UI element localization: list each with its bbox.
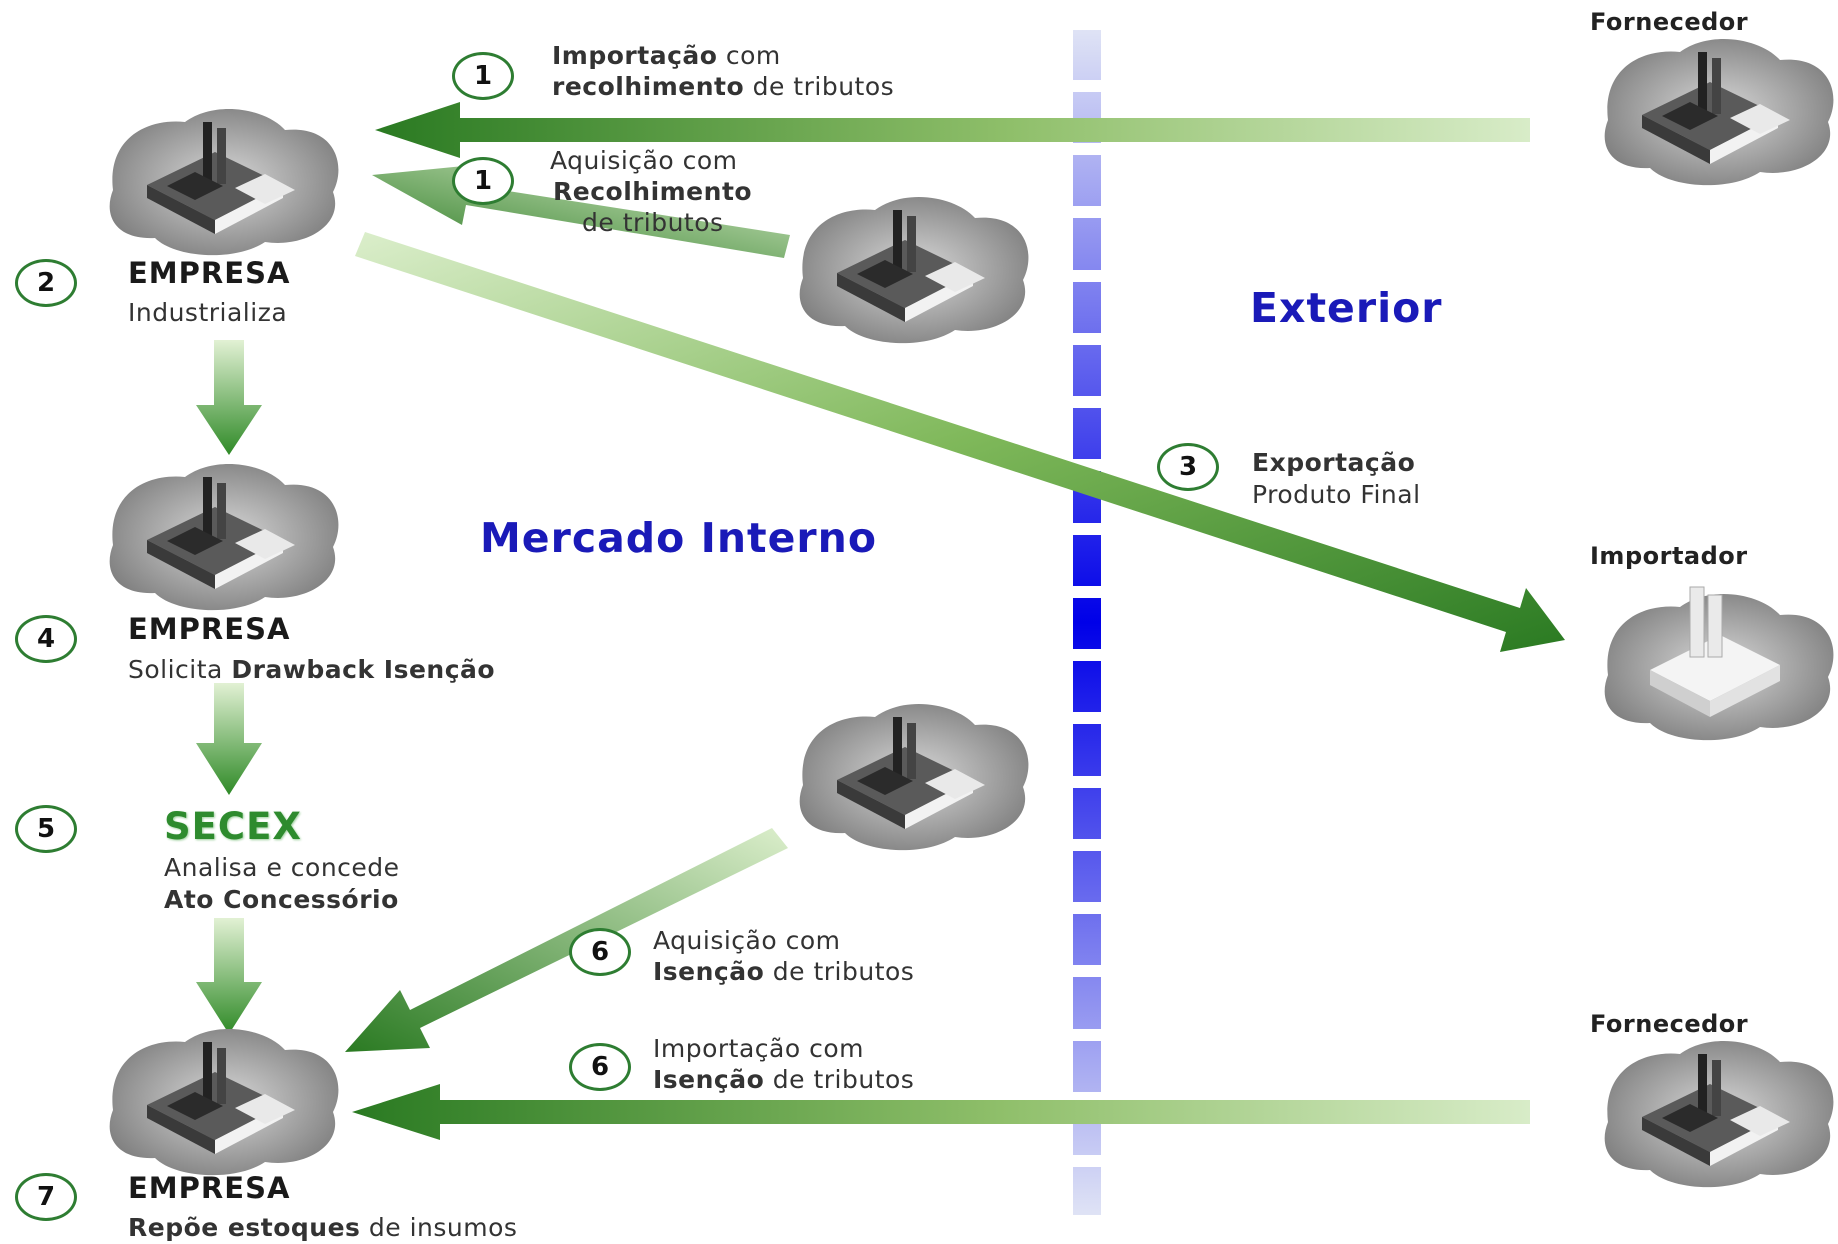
step-1-acq-line3: de tributos xyxy=(582,208,724,237)
label-supplier-top: Fornecedor xyxy=(1590,8,1749,36)
region-internal-market: Mercado Interno xyxy=(480,514,878,562)
step-6-imp-text: de tributos xyxy=(764,1065,915,1094)
factory-icon-domestic-supplier-1 xyxy=(799,196,1029,344)
step-badge-5: 5 xyxy=(15,805,77,853)
region-exterior: Exterior xyxy=(1250,284,1443,332)
factory-icon-supplier-top xyxy=(1604,38,1834,186)
step-7-desc: Repõe estoques de insumos xyxy=(128,1212,517,1243)
step-1-import-line1: Importação com xyxy=(552,40,781,71)
arrow-down-1 xyxy=(196,340,262,455)
factory-icon-company-2 xyxy=(109,463,339,611)
step-1-import-text: com xyxy=(717,41,781,70)
step-2-desc: Industrializa xyxy=(128,298,288,327)
step-6-imp-bold: Isenção xyxy=(653,1065,765,1094)
step-1-acq-line2: Recolhimento xyxy=(553,177,753,206)
step-1-acq-line1: Aquisição com xyxy=(550,146,738,175)
step-7-desc-text: de insumos xyxy=(360,1213,518,1242)
step-6-acq-bold: Isenção xyxy=(653,957,765,986)
step-6-acq-line2: Isenção de tributos xyxy=(653,956,914,987)
step-5-desc2: Ato Concessório xyxy=(164,885,399,914)
step-4-desc: Solicita Drawback Isenção xyxy=(128,654,495,685)
arrow-export xyxy=(355,232,1565,652)
step-6-acq-line1: Aquisição com xyxy=(653,926,841,955)
label-importer: Importador xyxy=(1590,542,1748,570)
label-supplier-bottom: Fornecedor xyxy=(1590,1010,1749,1038)
step-badge-3: 3 xyxy=(1157,443,1219,491)
factory-icon-supplier-bottom xyxy=(1604,1040,1834,1188)
step-badge-2: 2 xyxy=(15,259,77,307)
step-4-desc-bold: Drawback Isenção xyxy=(231,655,496,684)
step-badge-1-acquisition: 1 xyxy=(452,157,514,205)
step-3-line2: Produto Final xyxy=(1252,480,1421,509)
arrow-import-exemption xyxy=(352,1084,1530,1140)
step-2-title: EMPRESA xyxy=(128,256,291,290)
factory-icon-company-1 xyxy=(109,108,339,256)
step-4-desc-pre: Solicita xyxy=(128,655,232,684)
step-5-desc1: Analisa e concede xyxy=(164,853,400,882)
step-1-import-line2: recolhimento de tributos xyxy=(552,71,894,102)
step-badge-1-import: 1 xyxy=(452,52,514,100)
step-4-title: EMPRESA xyxy=(128,612,291,646)
factory-icon-company-3 xyxy=(109,1028,339,1176)
step-7-title: EMPRESA xyxy=(128,1171,291,1205)
step-badge-6-acquisition: 6 xyxy=(569,928,631,976)
step-6-imp-line2: Isenção de tributos xyxy=(653,1064,914,1095)
step-badge-7: 7 xyxy=(15,1173,77,1221)
step-1-import-text2: de tributos xyxy=(744,72,895,101)
arrow-down-3 xyxy=(196,918,262,1034)
step-7-desc-bold: Repõe estoques xyxy=(128,1213,361,1242)
step-badge-4: 4 xyxy=(15,615,77,663)
step-3-line1: Exportação xyxy=(1252,448,1416,477)
step-6-imp-line1: Importação com xyxy=(653,1034,864,1063)
step-5-title: SECEX xyxy=(164,805,302,848)
step-1-import-bold2: recolhimento xyxy=(552,72,745,101)
step-badge-6-import: 6 xyxy=(569,1043,631,1091)
factory-icon-importer xyxy=(1604,586,1834,741)
border-line xyxy=(1073,30,1101,1215)
step-6-acq-text: de tributos xyxy=(764,957,915,986)
arrow-import-collection xyxy=(375,102,1530,158)
arrow-acquisition-exemption xyxy=(345,828,788,1052)
factory-icon-domestic-supplier-2 xyxy=(799,703,1029,851)
step-1-import-bold: Importação xyxy=(552,41,718,70)
arrow-down-2 xyxy=(196,683,262,795)
